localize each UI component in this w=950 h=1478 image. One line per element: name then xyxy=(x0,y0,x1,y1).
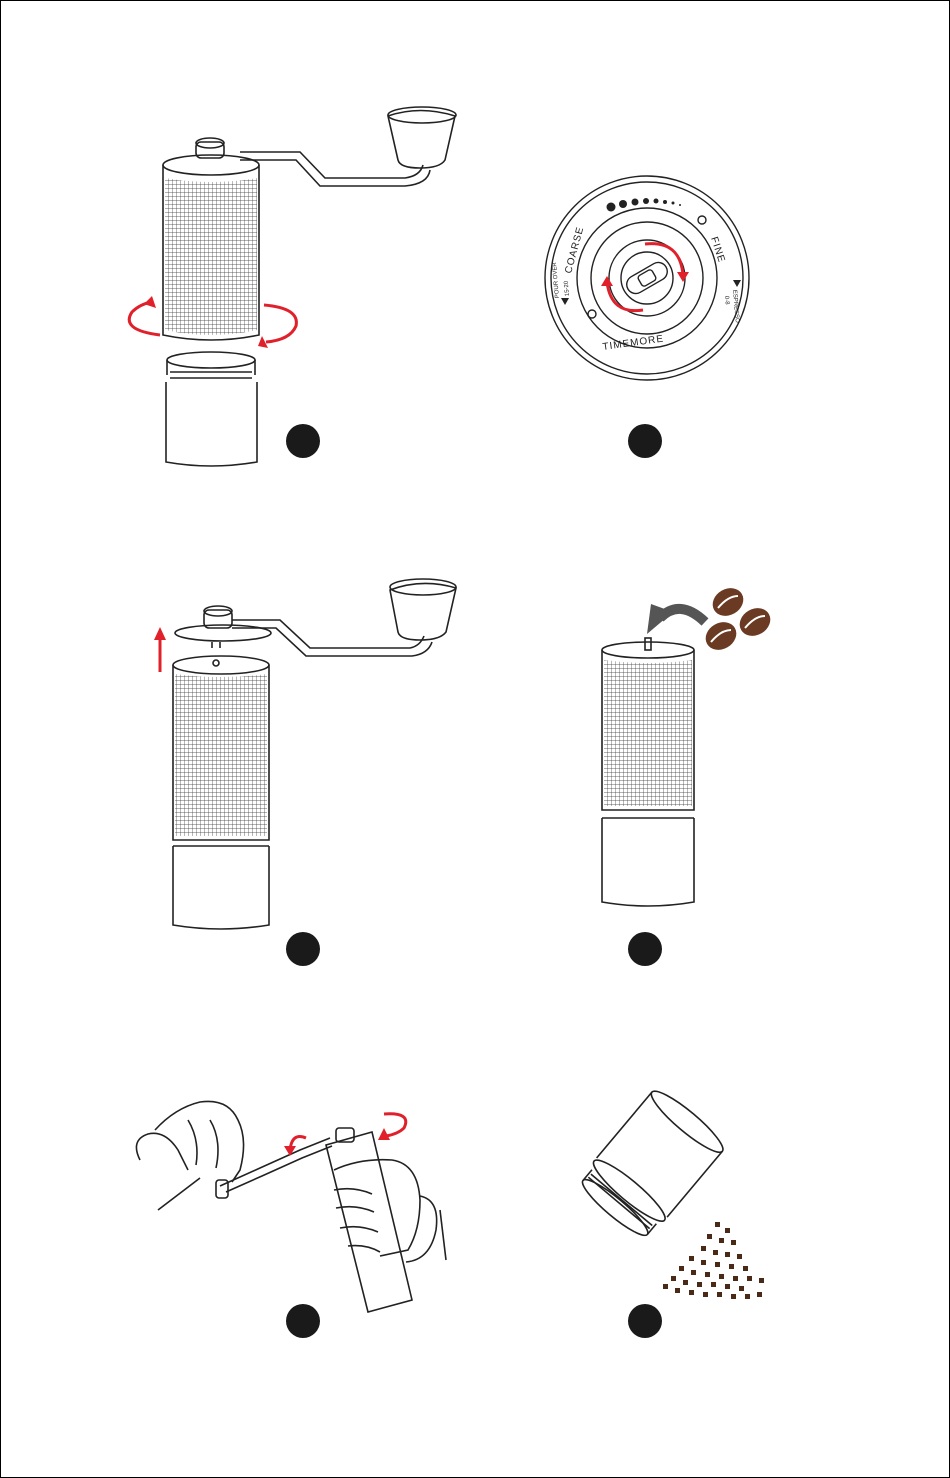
step-3-badge xyxy=(286,932,320,966)
hand-grinding-icon xyxy=(0,1000,475,1478)
step-2-panel: COARSE FINE TIMEMORE POUR OVER 15-20 ESP… xyxy=(475,0,950,480)
pour-over-label: POUR OVER xyxy=(552,261,561,298)
pour-grounds-icon xyxy=(475,1000,950,1478)
step-5-panel xyxy=(0,1000,475,1478)
coffee-grounds xyxy=(663,1222,764,1299)
grind-dial-adjust-icon: COARSE FINE TIMEMORE POUR OVER 15-20 ESP… xyxy=(475,0,950,480)
step-6-panel xyxy=(475,1000,950,1478)
espresso-range: 0-8 xyxy=(723,296,730,306)
step-4-panel xyxy=(475,500,950,980)
espresso-label: ESPRESSO xyxy=(731,290,740,324)
brand-label: TIMEMORE xyxy=(602,333,665,353)
grinder-remove-handle-icon xyxy=(0,500,475,980)
step-4-badge xyxy=(628,932,662,966)
add-coffee-beans-icon xyxy=(475,500,950,980)
grinder-unscrew-icon xyxy=(0,0,475,480)
step-5-badge xyxy=(286,1304,320,1338)
pour-over-range: 15-20 xyxy=(564,280,571,296)
step-2-badge xyxy=(628,424,662,458)
step-1-badge xyxy=(286,424,320,458)
step-3-panel xyxy=(0,500,475,980)
step-6-badge xyxy=(628,1304,662,1338)
step-1-panel xyxy=(0,0,475,480)
